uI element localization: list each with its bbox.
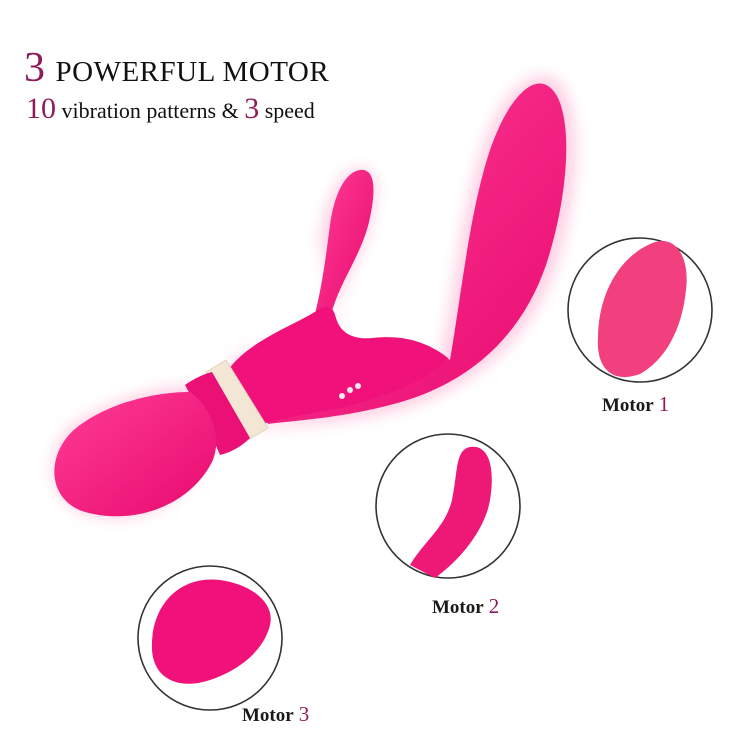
control-buttons xyxy=(339,383,361,399)
motor-1-number: 1 xyxy=(658,392,670,416)
patterns-number: 10 xyxy=(26,92,56,125)
control-button-2 xyxy=(347,387,353,393)
motor-2-detail xyxy=(375,433,521,579)
headline: 3 POWERFUL MOTOR xyxy=(24,44,329,92)
control-button-1 xyxy=(339,393,345,399)
main-shaft xyxy=(262,83,567,424)
motor-3-label-text: Motor xyxy=(242,705,294,726)
motor-3-number: 3 xyxy=(298,702,310,726)
headline-number: 3 xyxy=(24,45,46,91)
motor-2-number: 2 xyxy=(488,594,500,618)
speed-number: 3 xyxy=(244,92,260,125)
subline: 10 vibration patterns & 3 speed xyxy=(26,92,315,126)
motor-1-label-text: Motor xyxy=(602,395,654,416)
motor-1-detail xyxy=(567,237,713,383)
patterns-text: vibration patterns & xyxy=(61,98,239,123)
body-base xyxy=(228,306,448,428)
rabbit-arm xyxy=(312,169,374,327)
speed-text: speed xyxy=(264,98,315,123)
control-button-3 xyxy=(355,383,361,389)
wand-head xyxy=(54,392,217,517)
headline-text: POWERFUL MOTOR xyxy=(55,56,330,88)
wand-neck xyxy=(185,372,250,455)
motor-2-label-text: Motor xyxy=(432,597,484,618)
motor-3-detail xyxy=(137,565,283,711)
